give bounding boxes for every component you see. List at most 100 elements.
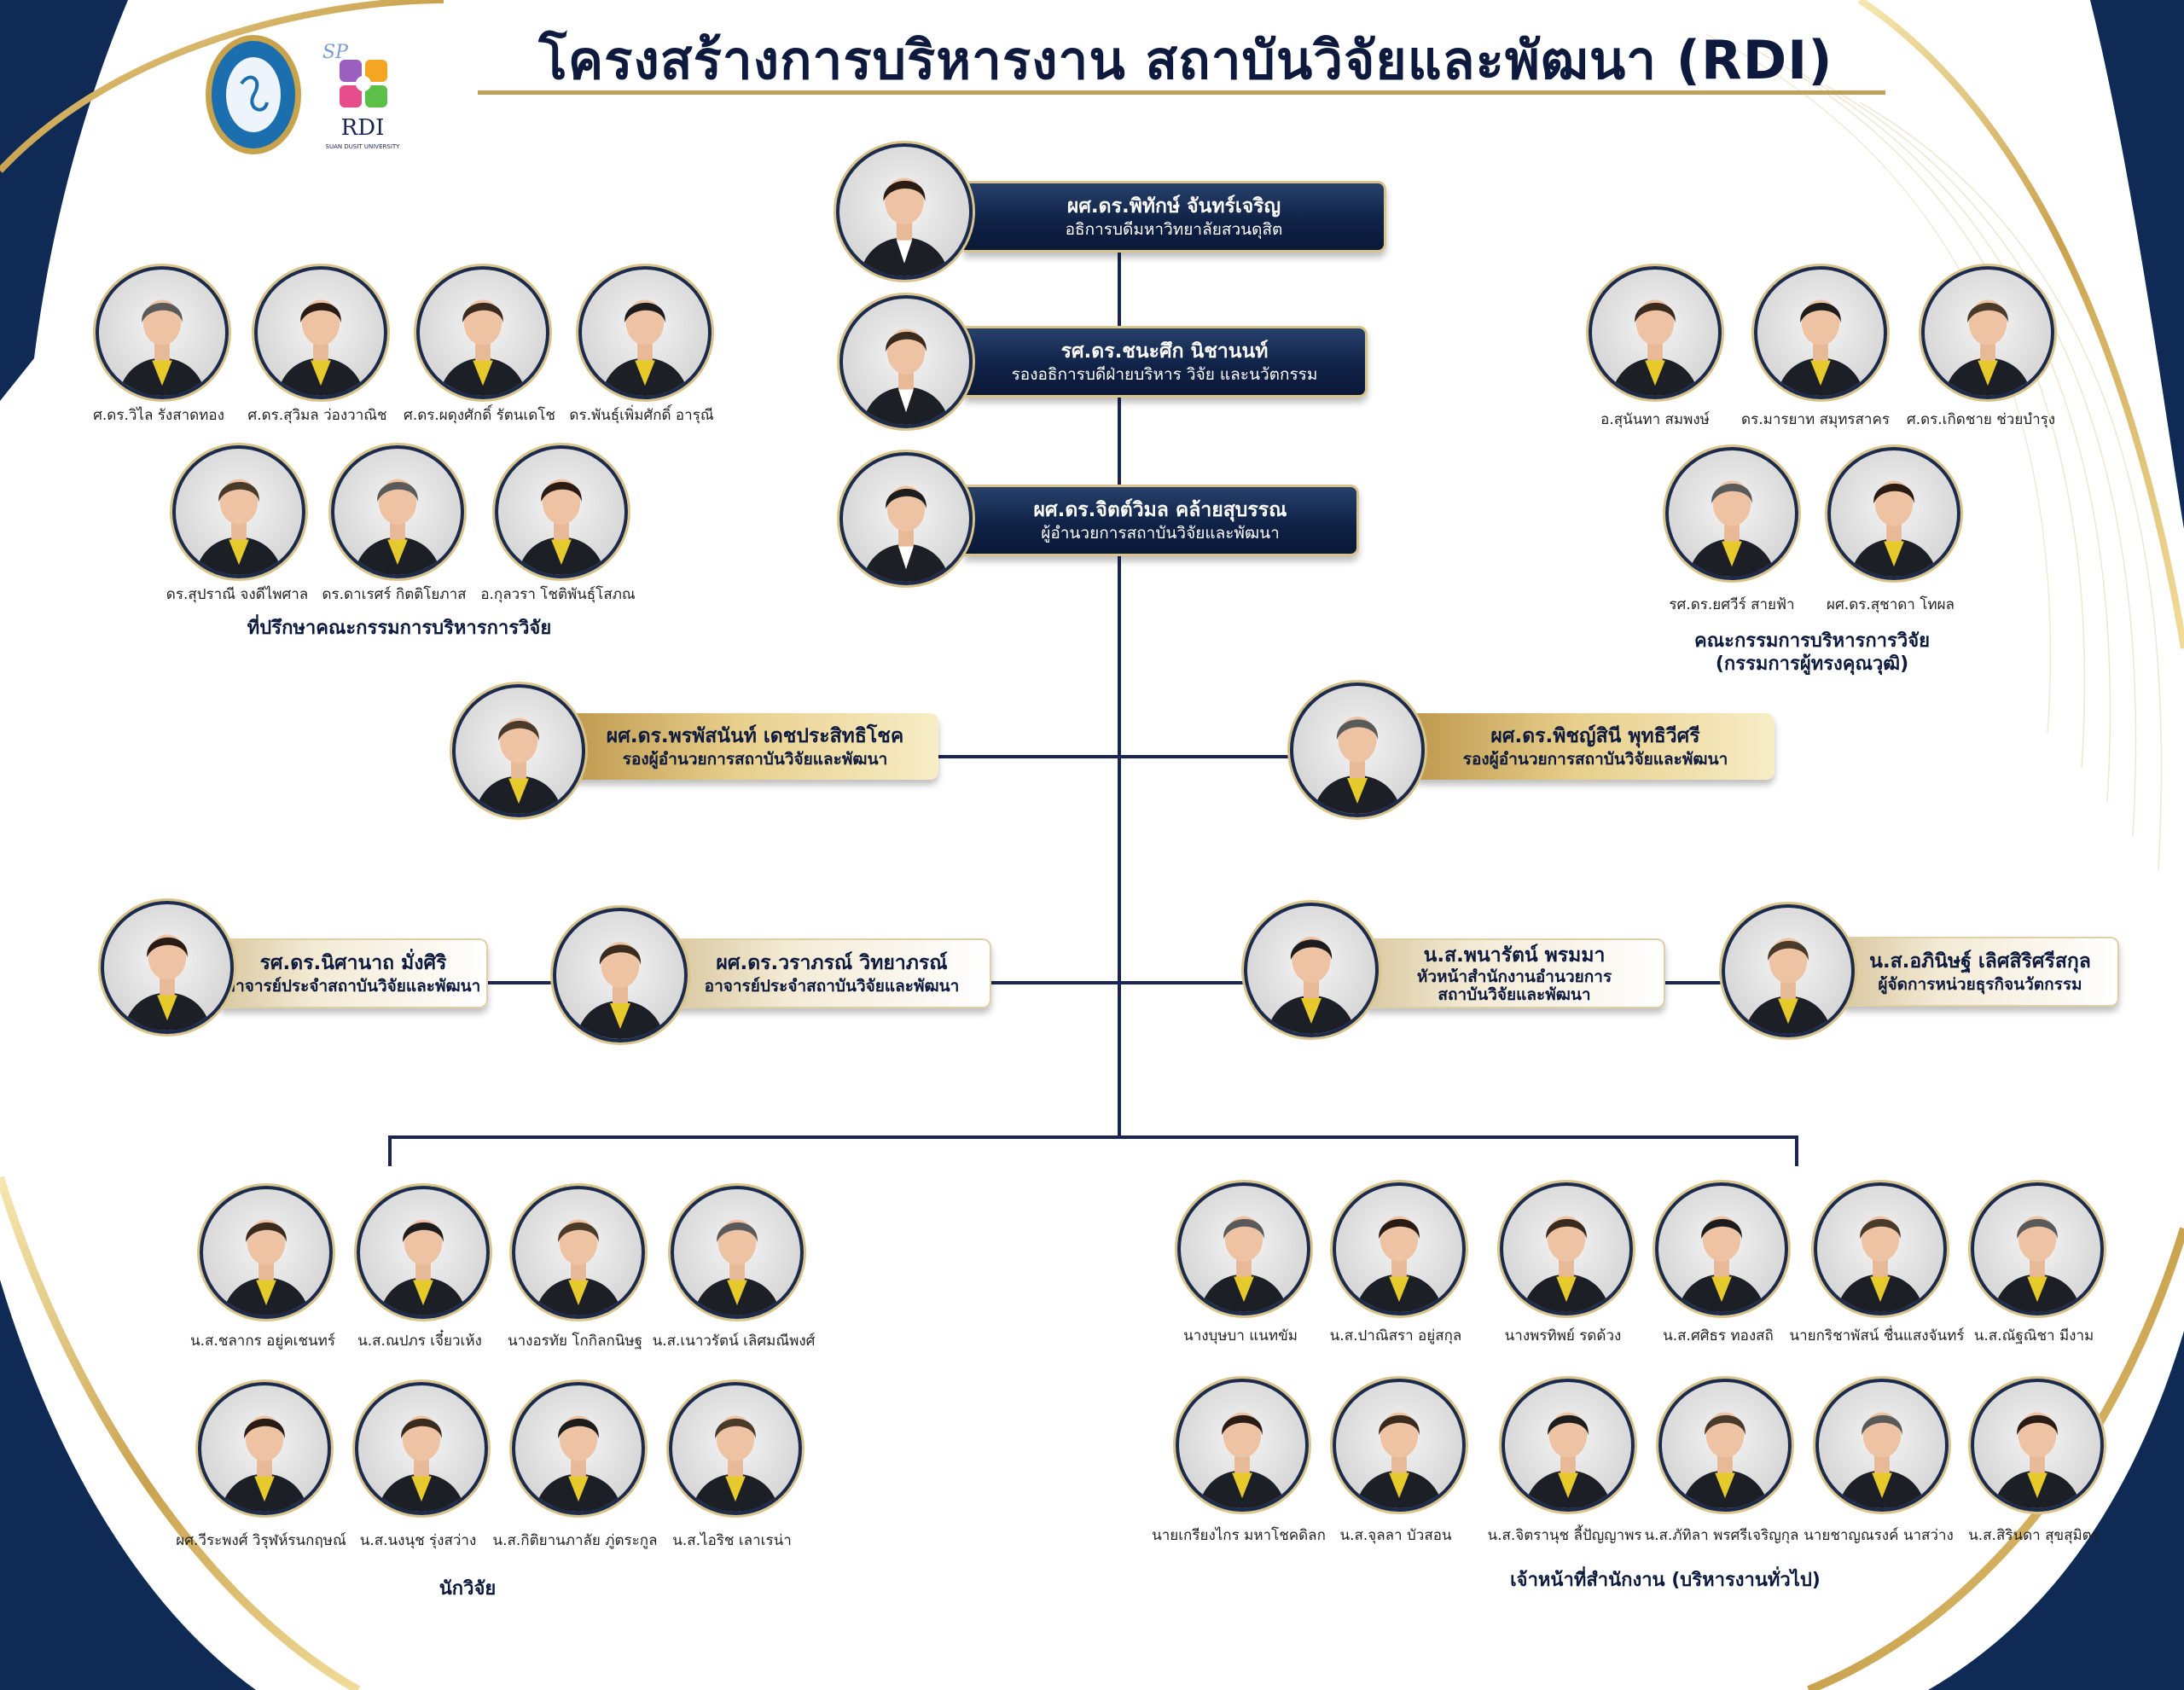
advisor-name: ดร.สุปราณี จงดีไพศาล (166, 586, 309, 603)
deputy-plate-2: ผศ.ดร.พิชญ์สินี พุทธิวีศรี รองผู้อำนวยกา… (1416, 713, 1774, 780)
office-staff-photo (1814, 1182, 1947, 1315)
office-staff-name: นายเกรียงไกร มหาโชคดิลก (1152, 1527, 1326, 1544)
level3-plate-3: น.ส.พนารัตน์ พรมมา หัวหน้าสำนักงานอำนวยก… (1365, 938, 1665, 1008)
exec-plate-president: ผศ.ดร.พิทักษ์ จันทร์เจริญ อธิการบดีมหาวิ… (964, 181, 1386, 253)
advisor-name: ดร.พันธุ์เพิ่มศักดิ์ อารุณี (569, 407, 714, 424)
researcher-name: น.ส.กิติยานภาลัย ภู่ตระกูล (492, 1532, 658, 1549)
level3-photo-1 (101, 901, 234, 1034)
level3-photo-2 (553, 908, 688, 1042)
exec-name-director: ผศ.ดร.จิตต์วิมล คล้ายสุบรรณ (1033, 499, 1287, 521)
advisors-group-title: ที่ปรึกษาคณะกรรมการบริหารการวิจัย (247, 618, 552, 639)
rdi-logo-text: RDI (341, 115, 385, 141)
committee-photo (1827, 447, 1960, 580)
office-staff-name: นายชาญณรงค์ นาสว่าง (1804, 1527, 1954, 1544)
advisor-photo (578, 266, 712, 399)
level3-name-3: น.ส.พนารัตน์ พรมมา (1423, 944, 1606, 967)
researcher-photo (512, 1186, 645, 1319)
office-staff-name: นายกริชาพัสน์ ชื่นแสงจันทร์ (1789, 1327, 1965, 1344)
corner-decoration-top-right (2090, 0, 2184, 529)
office-staff-photo (1658, 1379, 1792, 1512)
corner-decoration-bottom-left (0, 1280, 256, 1690)
level3-connector-right-outer (1664, 981, 1723, 984)
office-staff-photo (1502, 1379, 1635, 1512)
researcher-name: น.ส.เนาวรัตน์ เลิศมณีพงศ์ (652, 1333, 816, 1350)
office-staff-name: น.ส.สิรินดา สุขสุมิตร (1968, 1527, 2100, 1544)
exec-photo-president (836, 143, 973, 280)
office-staff-photo (1333, 1379, 1466, 1512)
committee-group-subtitle: (กรรมการผู้ทรงคุณวุฒิ) (1715, 653, 1909, 675)
level3-plate-4: น.ส.อภินิษฐ์ เลิศสิริศรีสกุล ผู้จัดการหน… (1843, 937, 2119, 1007)
exec-plate-vice-president: รศ.ดร.ชนะศึก นิชานนท์ รองอธิการบดีฝ่ายบร… (964, 326, 1368, 398)
office-group-title: เจ้าหน้าที่สำนักงาน (บริหารงานทั่วไป) (1510, 1570, 1821, 1591)
deputy-role-1: รองผู้อำนวยการสถาบันวิจัยและพัฒนา (622, 750, 888, 769)
exec-name-vice-president: รศ.ดร.ชนะศึก นิชานนท์ (1060, 340, 1269, 363)
advisor-name: ศ.ดร.ผดุงศักดิ์ รัตนเดโช (404, 407, 555, 424)
level3-role-1: อาจารย์ประจำสถาบันวิจัยและพัฒนา (225, 977, 481, 996)
office-staff-photo (1971, 1379, 2104, 1512)
exec-photo-director (839, 452, 973, 585)
level3-name-4: น.ส.อภินิษฐ์ เลิศสิริศรีสกุล (1869, 950, 2091, 973)
level3-role-4: ผู้จัดการหน่วยธุรกิจนวัตกรรม (1878, 975, 2082, 994)
office-staff-photo (1815, 1379, 1949, 1512)
committee-name: ดร.มารยาท สมุทรสาคร (1741, 411, 1890, 428)
exec-photo-vice-president (839, 295, 973, 428)
researcher-photo (355, 1382, 488, 1515)
deputy-connector-right (1119, 755, 1290, 758)
committee-photo (1665, 447, 1798, 580)
office-staff-photo (1971, 1182, 2104, 1315)
office-staff-name: น.ส.ศศิธร ทองสถิ (1663, 1327, 1774, 1344)
level3-connector-right (1119, 981, 1247, 984)
bottom-right-drop (1795, 1135, 1798, 1166)
rdi-sp-text: SP (322, 42, 349, 63)
level3-plate-1: รศ.ดร.นิศานาถ มั่งศิริ อาจารย์ประจำสถาบั… (220, 938, 488, 1008)
exec-name-president: ผศ.ดร.พิทักษ์ จันทร์เจริญ (1066, 195, 1281, 218)
committee-photo (1921, 266, 2054, 399)
advisor-photo (96, 266, 229, 399)
advisor-photo (172, 445, 305, 578)
rdi-logo-sub: SUAN DUSIT UNIVERSITY (326, 143, 401, 150)
advisor-name: ดร.ดาเรศร์ กิตติโยภาส (322, 586, 467, 603)
office-staff-photo (1177, 1182, 1310, 1315)
university-logo (203, 32, 304, 157)
exec-role-director: ผู้อำนวยการสถาบันวิจัยและพัฒนา (1041, 524, 1280, 543)
level3-connector-left-outer (486, 981, 555, 984)
researcher-name: น.ส.ณปภร เจี๋ยวเห้ง (357, 1333, 482, 1350)
rdi-logo: SP RDI SUAN DUSIT UNIVERSITY (316, 34, 410, 154)
deputy-role-2: รองผู้อำนวยการสถาบันวิจัยและพัฒนา (1462, 750, 1728, 769)
level3-photo-4 (1722, 904, 1855, 1037)
researcher-name: น.ส.ชลากร อยู่คเชนทร์ (190, 1333, 335, 1350)
corner-decoration-top-left (0, 0, 128, 401)
office-staff-photo (1655, 1182, 1788, 1315)
deputy-photo-1 (452, 684, 585, 817)
researchers-group-title: นักวิจัย (439, 1578, 497, 1600)
level3-role-3-line2: สถาบันวิจัยและพัฒนา (1438, 985, 1591, 1004)
researcher-photo (512, 1382, 645, 1515)
deputy-photo-2 (1290, 682, 1425, 817)
level3-connector-left (990, 981, 1119, 984)
office-staff-name: น.ส.ภัทิลา พรศรีเจริญกุล (1644, 1527, 1799, 1544)
advisor-name: ศ.ดร.สุวิมล ว่องวาณิช (247, 407, 387, 424)
level3-role-3: หัวหน้าสำนักงานอำนวยการ (1416, 967, 1612, 986)
title-underline (478, 90, 1885, 95)
level3-plate-2: ผศ.ดร.วราภรณ์ วิทยาภรณ์ อาจารย์ประจำสถาบ… (674, 938, 991, 1008)
advisor-photo (254, 266, 387, 399)
main-vertical-line (1118, 252, 1121, 1139)
level3-role-2: อาจารย์ประจำสถาบันวิจัยและพัฒนา (704, 977, 960, 996)
office-staff-name: นางบุษบา แนทขัม (1183, 1327, 1298, 1344)
committee-group-title: คณะกรรมการบริหารการวิจัย (1694, 630, 1930, 652)
office-staff-name: น.ส.จิตรานุช ลี้ปัญญาพร (1487, 1527, 1642, 1544)
researcher-name: นางอรทัย โกกิลกนิษฐ (507, 1333, 643, 1350)
committee-photo (1589, 266, 1722, 399)
office-staff-name: น.ส.ปาณิสรา อยู่สกุล (1329, 1327, 1462, 1344)
committee-name: ผศ.ดร.สุชาดา โทผล (1827, 596, 1955, 613)
researcher-photo (357, 1186, 490, 1319)
committee-name: ศ.ดร.เกิดชาย ช่วยบำรุง (1906, 411, 2056, 428)
deputy-name-1: ผศ.ดร.พรพัสนันท์ เดชประสิทธิโชค (606, 725, 904, 747)
level3-name-1: รศ.ดร.นิศานาถ มั่งศิริ (259, 952, 447, 974)
advisor-name: อ.กุลวรา โชติพันธุ์โสภณ (480, 586, 636, 603)
exec-plate-director: ผศ.ดร.จิตต์วิมล คล้ายสุบรรณ ผู้อำนวยการส… (964, 485, 1359, 556)
advisor-photo (416, 266, 549, 399)
researcher-photo (198, 1382, 331, 1515)
exec-role-president: อธิการบดีมหาวิทยาลัยสวนดุสิต (1065, 220, 1283, 239)
